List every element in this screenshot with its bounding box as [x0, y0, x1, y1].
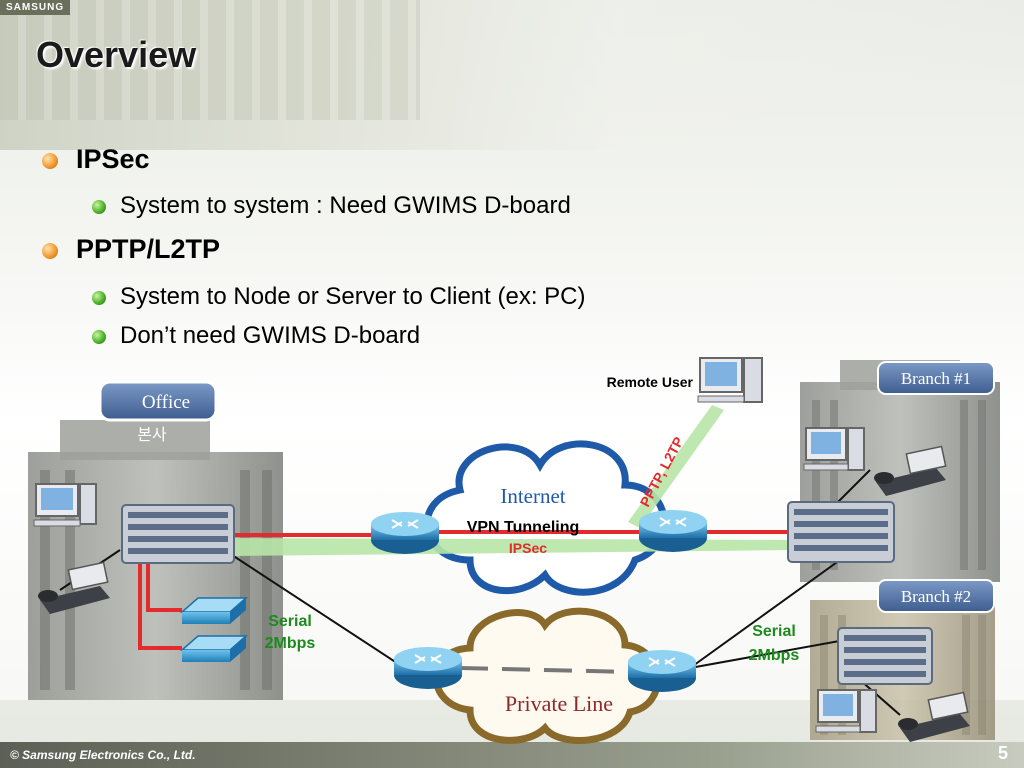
- branch2-label: Branch #2: [901, 587, 971, 606]
- slide-title: Overview: [36, 34, 197, 75]
- private-line-dashed: [459, 666, 633, 674]
- sub-bullet-text: System to Node or Server to Client (ex: …: [120, 283, 586, 310]
- internet-cloud: [423, 440, 668, 596]
- page-number: 5: [998, 743, 1009, 763]
- router-private-right: [628, 650, 696, 692]
- bullet-ipsec: IPSec: [42, 144, 150, 175]
- private-line-label: Private Line: [505, 691, 613, 716]
- vpn-tunneling-label: VPN Tunneling: [467, 519, 580, 536]
- pptp-tunnel-band: [628, 405, 724, 528]
- bullet-ipsec-text: IPSec: [76, 144, 150, 174]
- branch1-gateway-system: [787, 501, 895, 563]
- branch1-pc-icon: [803, 427, 865, 471]
- green-bullet-icon: [92, 290, 106, 305]
- sub-bullet-dont-need: Don’t need GWIMS D-board: [92, 322, 420, 350]
- router-branch-side: [639, 510, 707, 552]
- branch2-phone-icon: [898, 691, 970, 742]
- internet-label: Internet: [500, 484, 565, 508]
- sub-bullet-system-to-node: System to Node or Server to Client (ex: …: [92, 283, 586, 311]
- branch2-gateway-system: [837, 627, 933, 685]
- green-bullet-icon: [92, 329, 106, 344]
- switch-1: [180, 597, 248, 624]
- banner-pattern: [0, 0, 420, 120]
- branch2-serial-link: [689, 639, 846, 669]
- footer-copyright: © Samsung Electronics Co., Ltd.: [10, 748, 196, 762]
- office-korean-label: 본사: [137, 425, 167, 444]
- serial-left-line1: Serial: [268, 613, 312, 630]
- serial-left-line2: 2Mbps: [265, 635, 316, 652]
- office-label-box: [98, 380, 218, 422]
- header-banner: [0, 0, 1024, 150]
- ipsec-label: IPSec: [509, 540, 547, 556]
- branch1-label-box: [877, 361, 995, 395]
- sub-bullet-text: Don’t need GWIMS D-board: [120, 322, 421, 349]
- router-private-left: [394, 647, 462, 689]
- remote-user-label: Remote User: [607, 374, 694, 390]
- brand-tag: SAMSUNG: [0, 0, 71, 15]
- branch1-phone-icon: [874, 445, 947, 496]
- remote-user-pc-icon: [697, 357, 763, 403]
- router-office-side: [371, 512, 439, 554]
- sub-bullet-system-to-system: System to system : Need GWIMS D-board: [92, 192, 571, 220]
- office-to-switch1-link: [146, 560, 182, 612]
- office-label: Office: [142, 392, 190, 413]
- branch2-pc-icon: [815, 689, 877, 733]
- office-gateway-system: [121, 504, 235, 564]
- branch2-label-box: [877, 579, 995, 613]
- office-to-switch2-link: [138, 560, 182, 650]
- green-bullet-icon: [92, 199, 106, 214]
- branch1-label: Branch #1: [901, 369, 971, 388]
- orange-bullet-icon: [42, 242, 58, 259]
- sub-bullet-text: System to system : Need GWIMS D-board: [120, 192, 571, 219]
- office-pc-icon: [33, 483, 97, 527]
- switch-2: [180, 635, 248, 662]
- serial-right-line1: Serial: [752, 623, 796, 640]
- bullet-pptp: PPTP/L2TP: [42, 234, 220, 265]
- orange-bullet-icon: [42, 152, 58, 169]
- branch2-phone-link: [859, 679, 901, 716]
- office-phone-icon: [38, 561, 110, 614]
- office-serial-link: [231, 554, 401, 666]
- branch-serial-link: [689, 559, 841, 669]
- bullet-pptp-text: PPTP/L2TP: [76, 234, 221, 264]
- serial-right-line2: 2Mbps: [749, 647, 800, 664]
- private-line-cloud: [432, 607, 661, 744]
